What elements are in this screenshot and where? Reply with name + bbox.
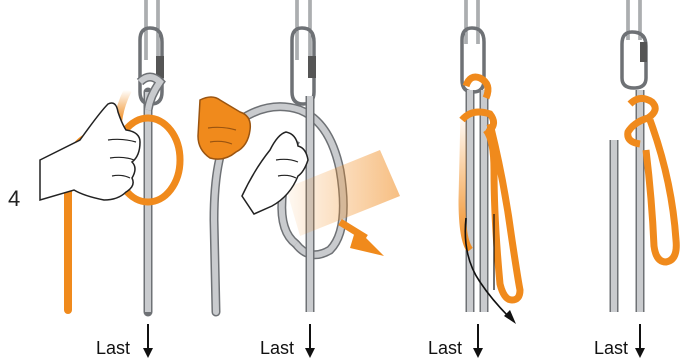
panel-4	[614, 0, 676, 312]
motion-arrow-icon	[340, 222, 384, 256]
load-arrows	[143, 324, 645, 358]
down-arrow-icon	[473, 324, 483, 358]
panel-1	[40, 0, 180, 312]
load-rope	[140, 77, 160, 312]
down-arrow-icon	[143, 324, 153, 358]
load-label: Last	[594, 338, 628, 359]
orange-knot	[628, 98, 677, 262]
panel-3	[462, 0, 520, 324]
hand	[40, 103, 140, 200]
sling	[466, 0, 478, 44]
gloved-hand	[198, 97, 250, 159]
carabiner	[622, 32, 647, 88]
load-label: Last	[260, 338, 294, 359]
panel-2	[198, 0, 400, 312]
down-arrow-icon	[635, 324, 645, 358]
load-label: Last	[96, 338, 130, 359]
down-arrow-icon	[305, 324, 315, 358]
orange-rope	[68, 90, 180, 310]
load-label: Last	[428, 338, 462, 359]
